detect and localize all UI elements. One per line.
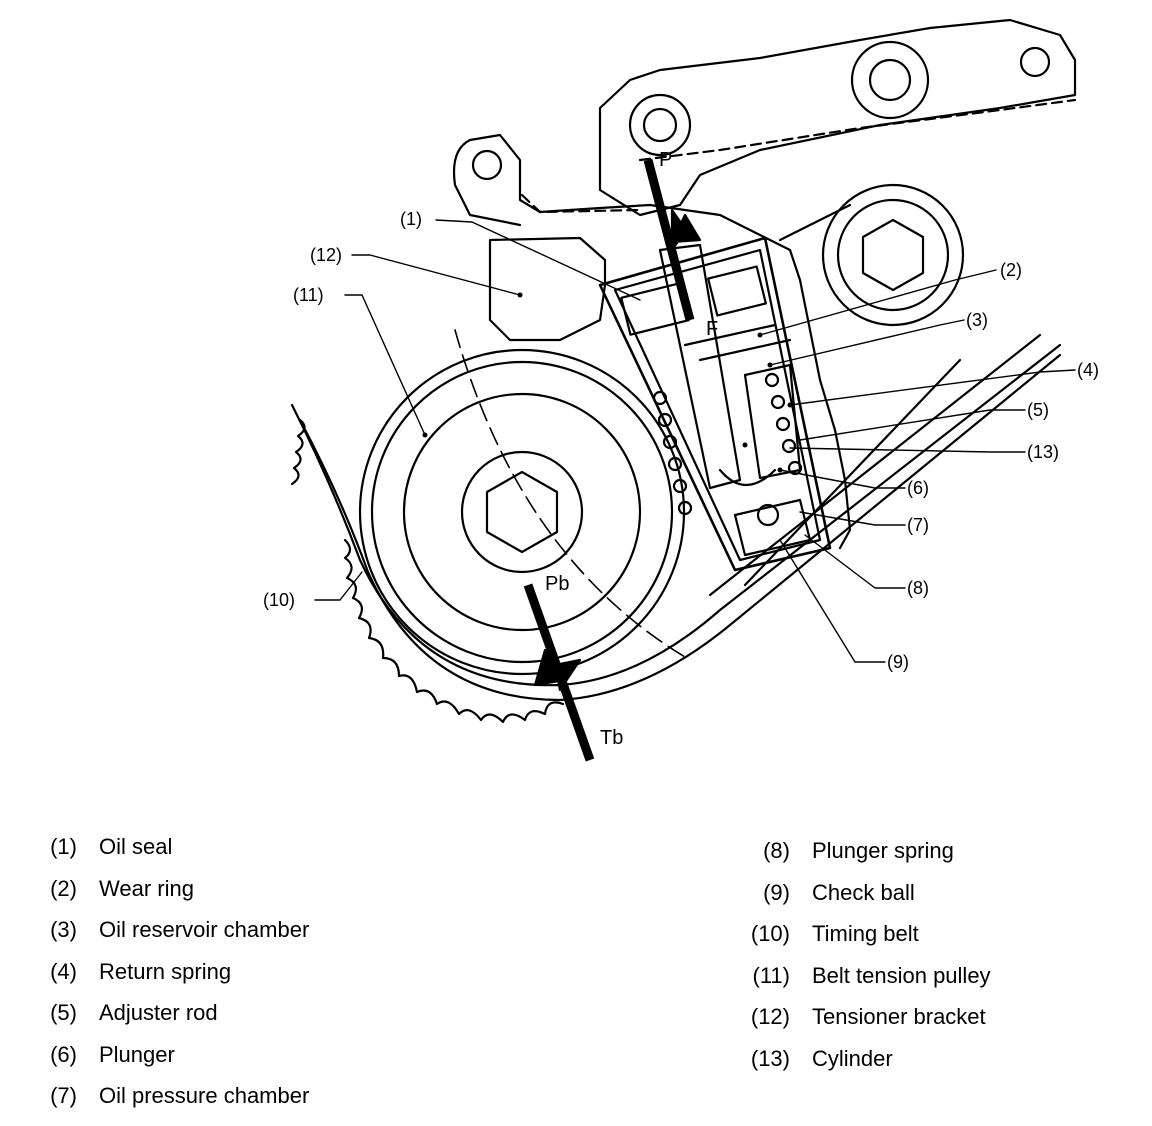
legend-number: (5) — [50, 1000, 77, 1025]
callout-2: (2) — [1000, 260, 1022, 280]
legend-number: (6) — [50, 1041, 77, 1067]
callout-12: (12) — [310, 245, 342, 265]
legend-text: Adjuster rod — [99, 1000, 218, 1025]
legend-item: (10) Timing belt — [751, 913, 991, 955]
legend-text: Timing belt — [812, 921, 919, 946]
upper-bolt-hole — [628, 93, 692, 157]
legend-item: (9) Check ball — [763, 872, 991, 914]
callout-5: (5) — [1027, 400, 1049, 420]
tensioner-bracket — [488, 236, 607, 342]
bracket-hole — [850, 40, 930, 120]
legend-text: Oil pressure chamber — [99, 1083, 310, 1108]
callout-10: (10) — [263, 590, 295, 610]
legend-item: (5) Adjuster rod — [50, 992, 309, 1034]
plunger-spring — [764, 372, 803, 476]
legend-text: Oil seal — [99, 834, 173, 859]
legend-item: (7) Oil pressure chamber — [50, 1075, 310, 1117]
legend-item: (6) Plunger — [50, 1034, 309, 1076]
tensioner-cylinder — [598, 236, 832, 572]
timing-belt — [290, 343, 1062, 687]
idler-pulley — [821, 183, 965, 327]
legend-item: (3) Oil reservoir chamber — [50, 909, 310, 951]
legend-number: (10) — [750, 921, 790, 946]
force-label-f: F — [706, 318, 718, 340]
callout-11: (11) — [293, 285, 324, 305]
legend-text: Oil reservoir chamber — [99, 917, 310, 942]
legend-text: Cylinder — [812, 1045, 893, 1071]
callout-9: (9) — [887, 652, 909, 672]
legend-text: Tensioner bracket — [812, 1004, 986, 1029]
force-label-p: P — [659, 149, 672, 171]
legend-item: (8) Plunger spring — [763, 830, 991, 872]
force-arrow-f — [670, 213, 702, 244]
legend-number: (12) — [750, 1004, 790, 1029]
legend-item: (11) Belt tension pulley — [753, 955, 991, 997]
legend-number: (4) — [50, 958, 77, 984]
callout-6: (6) — [907, 478, 929, 498]
legend-number: (13) — [750, 1045, 790, 1071]
check-ball — [756, 503, 780, 527]
legend-left: (1) Oil seal (2) Wear ring (3) Oil reser… — [50, 826, 310, 1117]
legend-item: (2) Wear ring — [50, 868, 309, 910]
legend-text: Plunger — [99, 1041, 175, 1067]
legend-number: (7) — [50, 1083, 77, 1108]
legend-number: (11) — [752, 962, 791, 988]
callout-13: (13) — [1027, 442, 1059, 462]
legend-number: (2) — [50, 875, 77, 901]
callout-8: (8) — [907, 578, 929, 598]
legend-number: (3) — [50, 917, 77, 942]
callout-7: (7) — [907, 515, 929, 535]
force-label-pb: Pb — [545, 573, 569, 595]
callout-1: (1) — [400, 209, 422, 229]
engine-casting — [468, 133, 852, 550]
legend-text: Return spring — [99, 958, 232, 984]
idler-bolt — [861, 218, 925, 292]
legend-right: (8) Plunger spring (9) Check ball (10) T… — [751, 830, 991, 1080]
legend-item: (1) Oil seal — [50, 826, 309, 868]
belt-tension-pulley — [358, 348, 686, 676]
upper-bracket — [598, 18, 1077, 217]
legend-text: Plunger spring — [812, 838, 954, 863]
legend-item: (12) Tensioner bracket — [751, 996, 991, 1038]
legend-text: Belt tension pulley — [812, 962, 991, 988]
callout-3: (3) — [966, 310, 988, 330]
legend-item: (4) Return spring — [50, 951, 309, 993]
pulley-bolt — [485, 470, 559, 554]
tensioner-diagram: (1) (2) (3) (4) (5) (13) (6) (7) (8) (9)… — [263, 18, 1099, 762]
legend-text: Wear ring — [99, 875, 194, 901]
legend-item: (13) Cylinder — [751, 1038, 991, 1080]
force-arrow-tb — [553, 658, 582, 692]
legend-number: (9) — [763, 879, 790, 905]
callout-4: (4) — [1077, 360, 1099, 380]
force-label-tb: Tb — [600, 727, 623, 749]
legend-number: (8) — [763, 838, 790, 863]
legend-text: Check ball — [812, 879, 915, 905]
legend-number: (1) — [50, 834, 77, 859]
